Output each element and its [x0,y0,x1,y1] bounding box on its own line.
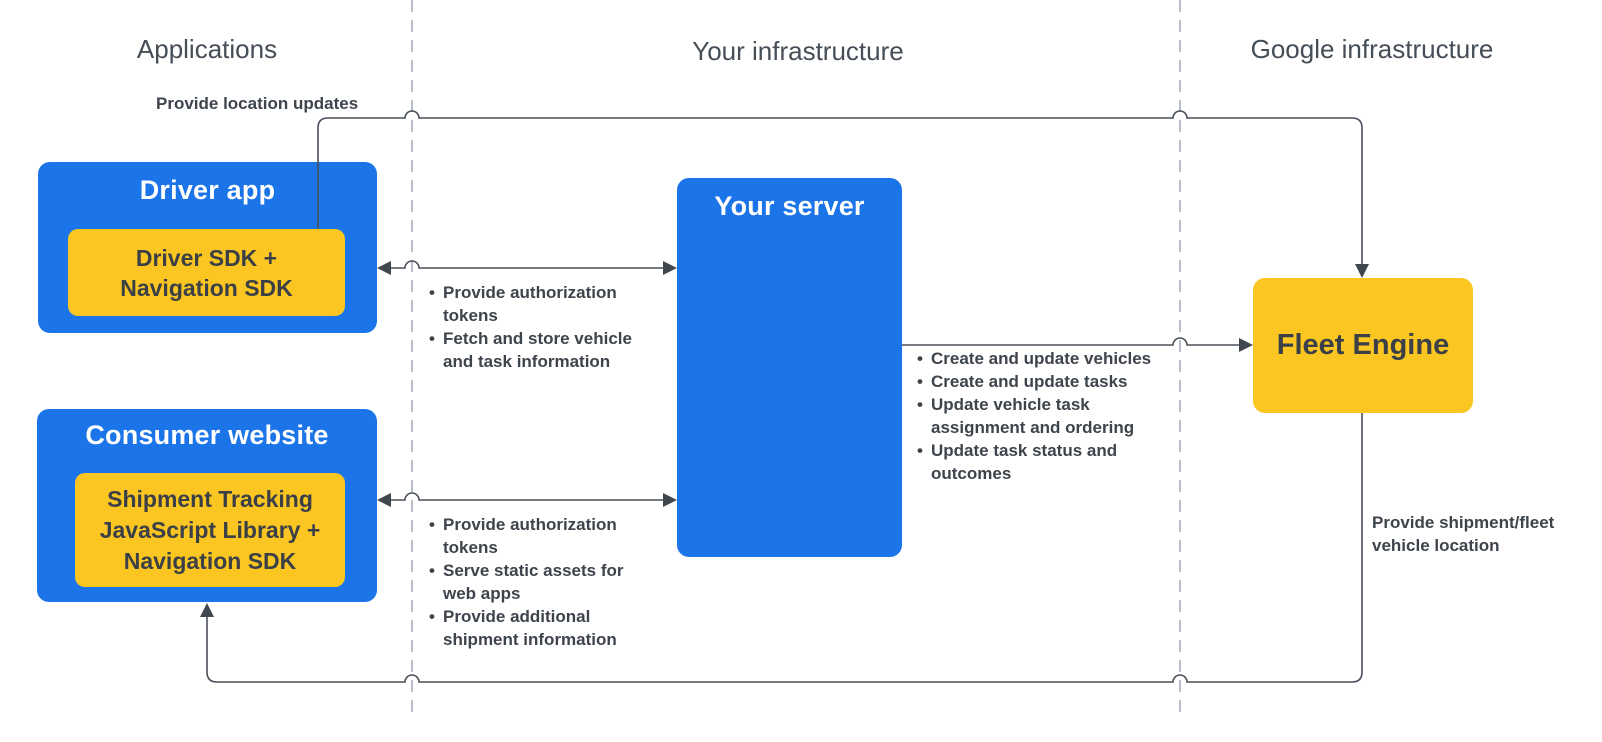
flow-item: Fetch and store vehicle and task informa… [429,327,643,373]
arrowhead-up-consumer-website [200,603,214,617]
fleet-engine-title: Fleet Engine [1276,329,1450,361]
node-fleet-engine: Fleet Engine [1253,278,1473,413]
driver-sdk-label: Driver SDK + Navigation SDK [120,244,293,301]
arrow-driver-server [391,260,663,269]
flow-item: Create and update tasks [917,370,1173,393]
flow-item: Update vehicle task assignment and order… [917,393,1173,439]
node-consumer-website: Consumer website Shipment Tracking JavaS… [37,409,377,602]
node-your-server: Your server [677,178,902,557]
arrow-consumer-server [391,492,663,501]
flow-item: Provide authorization tokens [429,513,625,559]
your-server-title: Your server [714,191,865,221]
flow-list-consumer-server: Provide authorization tokens Serve stati… [429,513,625,651]
node-driver-app: Driver app Driver SDK + Navigation SDK [38,162,377,333]
arrowhead-right-fleet-engine [1239,338,1253,352]
arrowhead-down-fleet-engine [1355,264,1369,278]
arrowhead-right-your-server [663,261,677,275]
flow-item: Create and update vehicles [917,347,1173,370]
arrowhead-left-driver-app [377,261,391,275]
shipment-tracking-label: Shipment Tracking JavaScript Library + N… [99,485,321,574]
arrowhead-left-consumer-website [377,493,391,507]
column-header-your-infrastructure: Your infrastructure [692,36,904,66]
column-header-google-infrastructure: Google infrastructure [1250,34,1494,64]
flow-item: Provide additional shipment information [429,605,625,651]
flow-item: Update task status and outcomes [917,439,1173,485]
label-provide-location-updates: Provide location updates [156,94,359,113]
arrowhead-right-your-server-2 [663,493,677,507]
arrow-server-fleet [902,337,1239,346]
consumer-website-title: Consumer website [85,420,329,450]
node-driver-sdk: Driver SDK + Navigation SDK [68,229,345,316]
driver-app-title: Driver app [139,175,276,205]
flow-item: Serve static assets for web apps [429,559,625,605]
node-shipment-tracking-library: Shipment Tracking JavaScript Library + N… [75,473,345,587]
flow-list-driver-server: Provide authorization tokens Fetch and s… [429,281,643,373]
column-header-applications: Applications [136,34,278,64]
flow-item: Provide authorization tokens [429,281,643,327]
label-provide-shipment-location: Provide shipment/fleet vehicle location [1372,513,1555,555]
flow-list-server-fleet: Create and update vehicles Create and up… [917,347,1173,485]
